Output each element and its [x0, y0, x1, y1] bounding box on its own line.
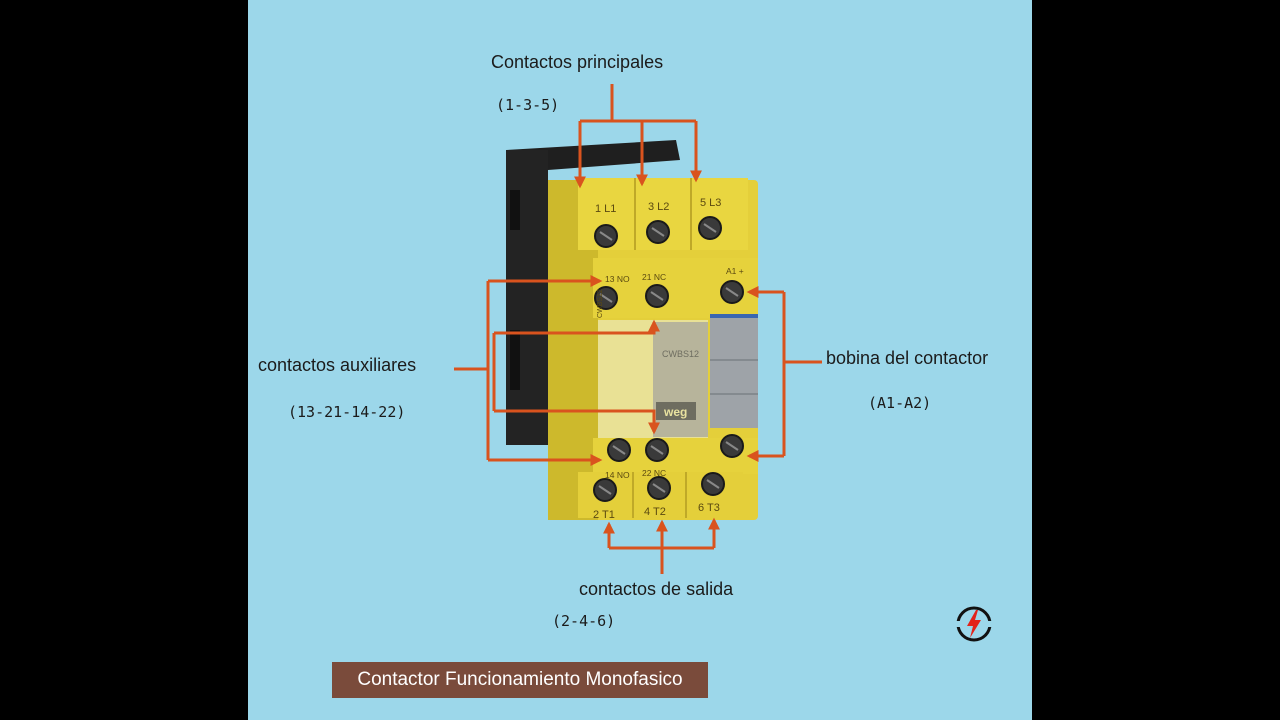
screw-slot [612, 445, 626, 455]
terminal-label: 14 NO [605, 470, 630, 480]
lightning-bolt-icon [956, 606, 992, 642]
annotation-arrows [454, 84, 822, 574]
coil-label: bobina del contactor [826, 348, 989, 368]
brand-logo: weg [663, 405, 687, 419]
terminal-label: 4 T2 [644, 506, 666, 518]
screw-slot [725, 441, 739, 451]
terminal-label: 6 T3 [698, 502, 720, 514]
terminal-label: 3 L2 [648, 201, 669, 213]
screw-slot [652, 483, 666, 493]
terminal-markings: 1 L1 3 L2 5 L3 13 NO 21 NC A1 + 14 NO 22… [593, 197, 744, 521]
aux-contacts-label: contactos auxiliares [258, 355, 417, 375]
screw-slot [706, 479, 720, 489]
terminal-screws [593, 216, 744, 502]
brand-badge [656, 402, 696, 420]
diagram-panel: 1 L1 3 L2 5 L3 13 NO 21 NC A1 + 14 NO 22… [248, 0, 1032, 720]
screw-slot [651, 227, 665, 237]
output-contacts-label: contactos de salida [579, 579, 734, 599]
terminal-label: 22 NC [642, 468, 666, 478]
terminal-label: 21 NC [642, 272, 666, 282]
terminal-label: 1 L1 [595, 203, 616, 215]
screw-slot [599, 231, 613, 241]
screw-slot [703, 223, 717, 233]
screw-slot [650, 445, 664, 455]
terminal-label: 2 T1 [593, 509, 615, 521]
model-label: CWBS12 [662, 349, 699, 359]
terminal-label: 13 NO [605, 274, 630, 284]
main-contacts-code: (1-3-5) [496, 96, 560, 114]
terminal-label: 5 L3 [700, 197, 721, 209]
screw-slot [725, 287, 739, 297]
contactor-diagram: 1 L1 3 L2 5 L3 13 NO 21 NC A1 + 14 NO 22… [454, 84, 822, 574]
screw-slot [599, 293, 613, 303]
main-contacts-label: Contactos principales [491, 52, 664, 72]
coil-code: (A1-A2) [868, 394, 932, 412]
screw-slot [598, 485, 612, 495]
screw-slot [650, 291, 664, 301]
aux-contacts-code: (13-21-14-22) [288, 403, 406, 421]
video-caption: Contactor Funcionamiento Monofasico [332, 662, 708, 698]
side-model-label: CWBS12 [597, 289, 604, 318]
output-contacts-code: (2-4-6) [552, 612, 616, 630]
terminal-label: A1 + [726, 266, 744, 276]
